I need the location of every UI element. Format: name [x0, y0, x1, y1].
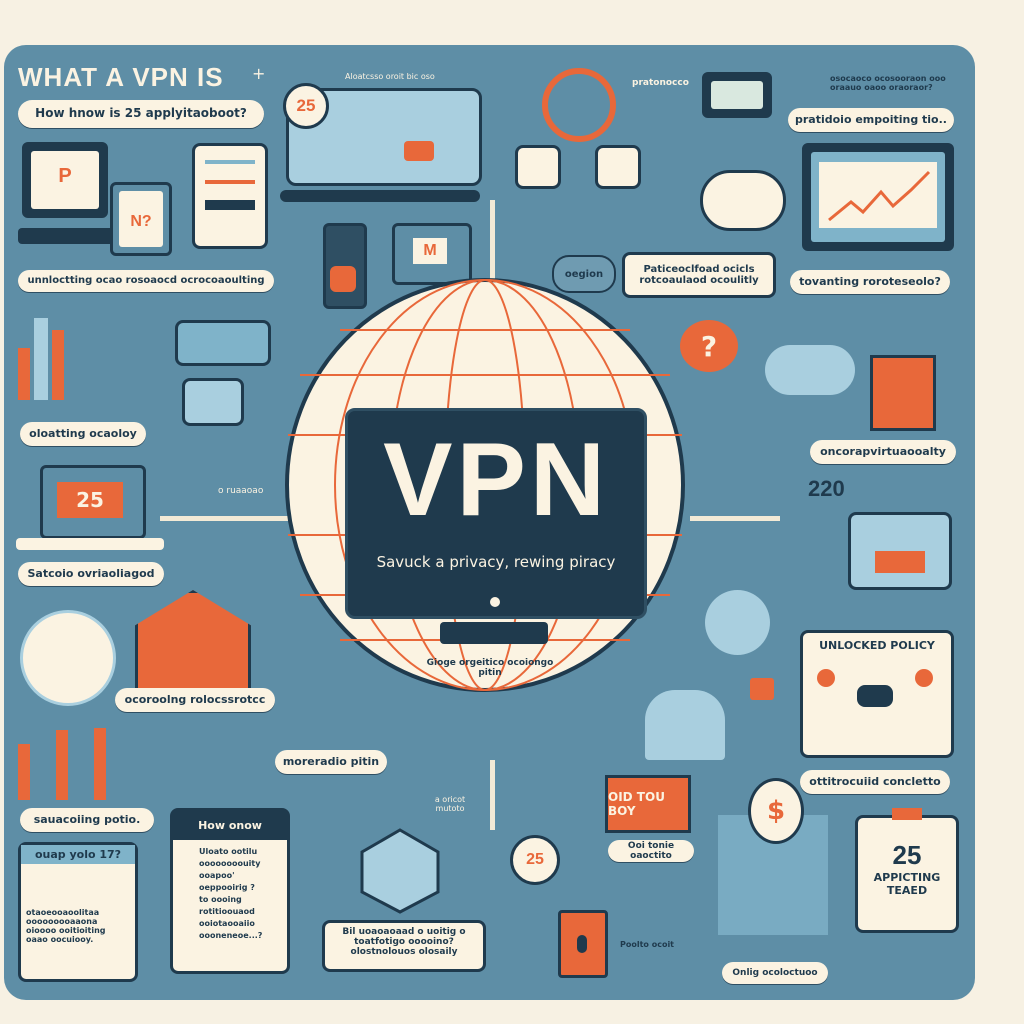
cloud-icon-right — [765, 345, 855, 395]
badge-number: 25 — [296, 96, 316, 115]
howto-item: ooiotaooaiio — [199, 919, 255, 928]
padlock-icon — [558, 910, 608, 978]
connector-right — [690, 516, 780, 521]
browser-icon-right — [848, 512, 952, 590]
howto-item: ooapoo' — [199, 871, 235, 880]
calendar-ring — [892, 808, 922, 820]
region-badge: oegion — [552, 255, 616, 293]
money-bag-icon: $ — [748, 778, 804, 844]
caption-monitor: tovanting roroteseolo? — [790, 270, 950, 294]
laptop-icon: 25 — [40, 465, 146, 539]
globe-small-icon — [705, 590, 770, 655]
mask-icon-left — [515, 145, 561, 189]
desktop-monitor-icon: P — [22, 142, 108, 218]
chart-monitor — [802, 143, 954, 251]
sparkle-icon: + — [252, 64, 266, 83]
vpn-logo: VPN — [383, 422, 609, 538]
location-marker — [404, 141, 434, 161]
browser-window-icon — [175, 320, 271, 366]
caption-unlocked: ottitrocuiid concletto — [800, 770, 950, 794]
laptop-note: o ruaaoao — [218, 486, 264, 496]
vpn-tagline: Savuck a privacy, rewing piracy — [376, 553, 616, 571]
howto-item: rotitioouaod — [199, 907, 255, 916]
howto-item: to oooing — [199, 895, 242, 904]
caption-top-left: unnloctting ocao rosoaocd ocrocoaoulting — [18, 270, 274, 292]
howto-title: How onow — [173, 811, 287, 840]
badge-25-bottom: 25 — [510, 835, 560, 885]
house-icon-right — [870, 355, 936, 431]
small-screen-icon — [702, 72, 772, 118]
unlocked-policy-title: UNLOCKED POLICY — [819, 639, 935, 652]
unlocked-policy-card: UNLOCKED POLICY — [800, 630, 954, 758]
howto-item: Uloato ootilu — [199, 847, 258, 856]
vpn-monitor: VPN Savuck a privacy, rewing piracy — [345, 408, 647, 619]
bottom-note-card: Bil uoaoaoaad o uoitig o toatfotigo oooo… — [322, 920, 486, 972]
quiz-title: ouap yolo 17? — [21, 845, 135, 864]
billboard-icon: OID TOU BOY — [605, 775, 691, 833]
subtitle-pill: How hnow is 25 applyitaoboot? — [18, 100, 264, 128]
howto-item: oeppooirig ? — [199, 883, 255, 892]
map-stand — [280, 190, 480, 202]
caption-left-mid: oloatting ocaoloy — [20, 422, 146, 446]
people-caption: pratonocco — [632, 78, 689, 88]
tablet-icon: N? — [110, 182, 172, 256]
caption-path: moreradio pitin — [275, 750, 387, 774]
vpn-shield-icon — [857, 685, 893, 707]
page-title: WHAT A VPN IS — [18, 62, 224, 92]
eye-icon — [817, 669, 835, 687]
connector-left — [160, 516, 310, 521]
caption-billboard: Ooi tonie oaoctito — [608, 840, 694, 862]
caption-house: ocoroolng rolocssrotcc — [115, 688, 275, 712]
tv-icon: M — [392, 223, 472, 285]
cloud-icon — [700, 170, 786, 231]
badge-25-map: 25 — [283, 83, 329, 129]
stat-line2: TEAED — [886, 884, 928, 897]
user-profile-icon — [542, 68, 616, 142]
caption-right-mid: oncorapvirtuaooalty — [810, 440, 956, 464]
top-right-note: osocaoco ocosooraon ooo oraauo oaoo orao… — [830, 74, 946, 92]
howto-item: oooooooouity — [199, 859, 261, 868]
building-icon — [182, 378, 244, 426]
center-under-label: Gioge orgeitico ocoiongo pitin — [426, 658, 554, 678]
quiz-text: otaoeooaoolitaa ooooooooaaona oioooo ooi… — [26, 908, 106, 944]
howto-item: oooneneoe...? — [199, 931, 263, 940]
caption-left-laptop: Satcoio ovriaoliagod — [18, 562, 164, 586]
info-box-center: Paticeoclfoad ocicls rotcoaulaod ocoulit… — [622, 252, 776, 298]
howto-card: How onow Uloato ootilu oooooooouity ooap… — [170, 808, 290, 974]
count-220: 220 — [808, 476, 845, 501]
connector-bottom — [490, 760, 495, 830]
caption-money: Onlig ocoloctuoo — [722, 962, 828, 984]
people-group-icon — [645, 690, 725, 760]
quiz-card: ouap yolo 17? otaoeooaoolitaa ooooooooaa… — [18, 842, 138, 982]
hexagon-network-icon — [360, 828, 440, 914]
clipboard-icon — [192, 143, 268, 249]
stat-line1: APPICTING — [873, 871, 941, 884]
small-note: a oricot mutoto — [434, 795, 466, 813]
power-dot — [490, 597, 500, 607]
map-caption: Aloatcsso oroit bic oso — [345, 72, 435, 81]
lock-note: Poolto ocoit — [620, 940, 675, 949]
stat-card: 25 APPICTING TEAED — [855, 808, 959, 933]
stat-number: 25 — [892, 840, 922, 870]
laptop-base — [16, 538, 164, 550]
bar-chart-icon — [18, 318, 78, 400]
globe-check-icon — [20, 610, 116, 706]
mask-icon-right — [595, 145, 641, 189]
monitor-base — [18, 228, 114, 244]
question-bubble-icon: ? — [680, 320, 738, 372]
phone-user-icon — [323, 223, 367, 309]
caption-right-top: pratidoio empoiting tio.. — [788, 108, 954, 132]
padlock-small-icon — [750, 678, 774, 700]
connector-top — [490, 200, 495, 300]
bar-chart-icon-2 — [18, 720, 113, 800]
monitor-stand — [440, 622, 548, 644]
eye-icon — [915, 669, 933, 687]
trend-line-icon — [819, 162, 937, 228]
caption-bars: sauacoiing potio. — [20, 808, 154, 832]
